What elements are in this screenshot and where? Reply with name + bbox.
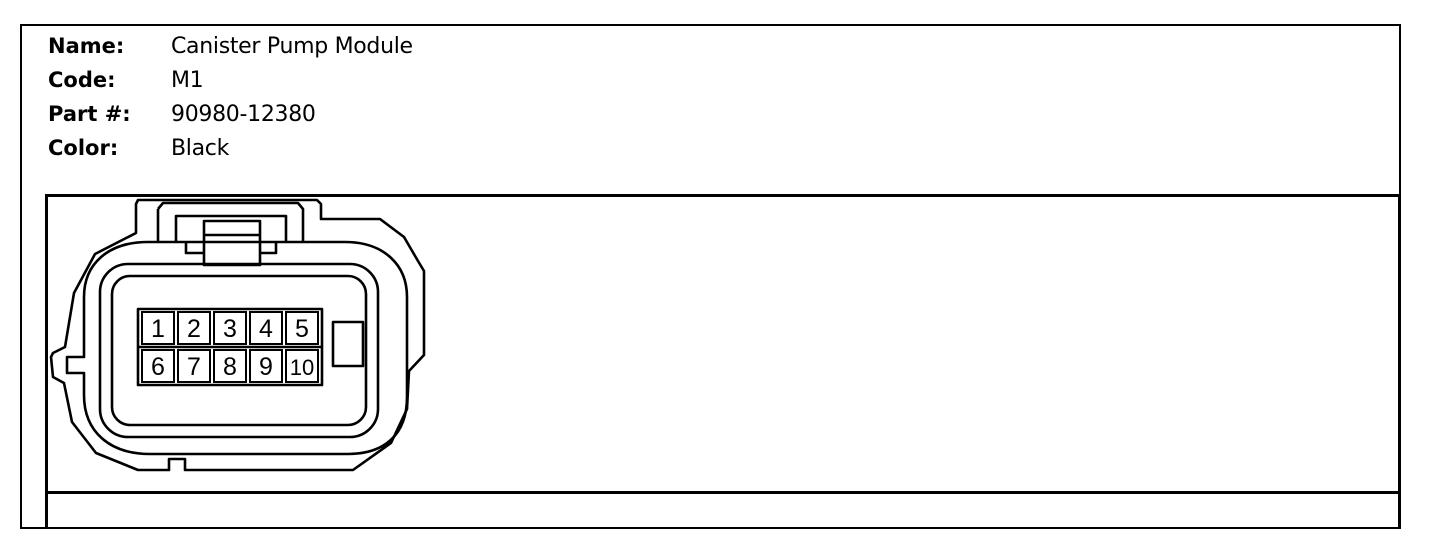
pin-cell-7 — [177, 349, 211, 383]
latch-tab — [202, 219, 262, 267]
connector-sheet: Name: Canister Pump Module Code: M1 Part… — [20, 24, 1401, 529]
pin-cell-1 — [141, 311, 175, 345]
code-label: Code: — [48, 68, 116, 92]
latch-ribs — [184, 233, 278, 255]
pin-label-7: 7 — [187, 353, 201, 381]
pin-cell-2 — [177, 311, 211, 345]
pin-cell-10 — [285, 349, 319, 383]
part-label: Part #: — [48, 102, 131, 126]
pin-cell-3 — [213, 311, 247, 345]
pin-cell-8 — [213, 349, 247, 383]
part-value: 90980-12380 — [171, 101, 316, 127]
latch-outline — [156, 201, 305, 242]
pin-cell-6 — [141, 349, 175, 383]
color-value: Black — [171, 135, 230, 161]
pin-label-8: 8 — [223, 353, 237, 381]
pin-label-5: 5 — [295, 315, 309, 343]
pin-cell-5 — [285, 311, 319, 345]
pin-label-4: 4 — [259, 315, 273, 343]
pin-label-6: 6 — [151, 353, 165, 381]
color-label: Color: — [48, 136, 119, 160]
footer-panel — [45, 494, 1401, 529]
pin-cell-4 — [249, 311, 283, 345]
connector-cavity-inner — [110, 274, 368, 427]
polarization-key — [331, 320, 365, 368]
name-value: Canister Pump Module — [171, 33, 413, 59]
connector-housing-outline — [49, 198, 426, 472]
pin-label-9: 9 — [259, 353, 273, 381]
name-label: Name: — [48, 34, 125, 58]
pin-cell-9 — [249, 349, 283, 383]
pin-label-2: 2 — [187, 315, 201, 343]
pin-label-3: 3 — [223, 315, 237, 343]
code-value: M1 — [171, 67, 204, 93]
pin-label-10: 10 — [290, 355, 314, 380]
connector-housing-inner — [65, 240, 409, 456]
pin-label-1: 1 — [151, 315, 165, 343]
